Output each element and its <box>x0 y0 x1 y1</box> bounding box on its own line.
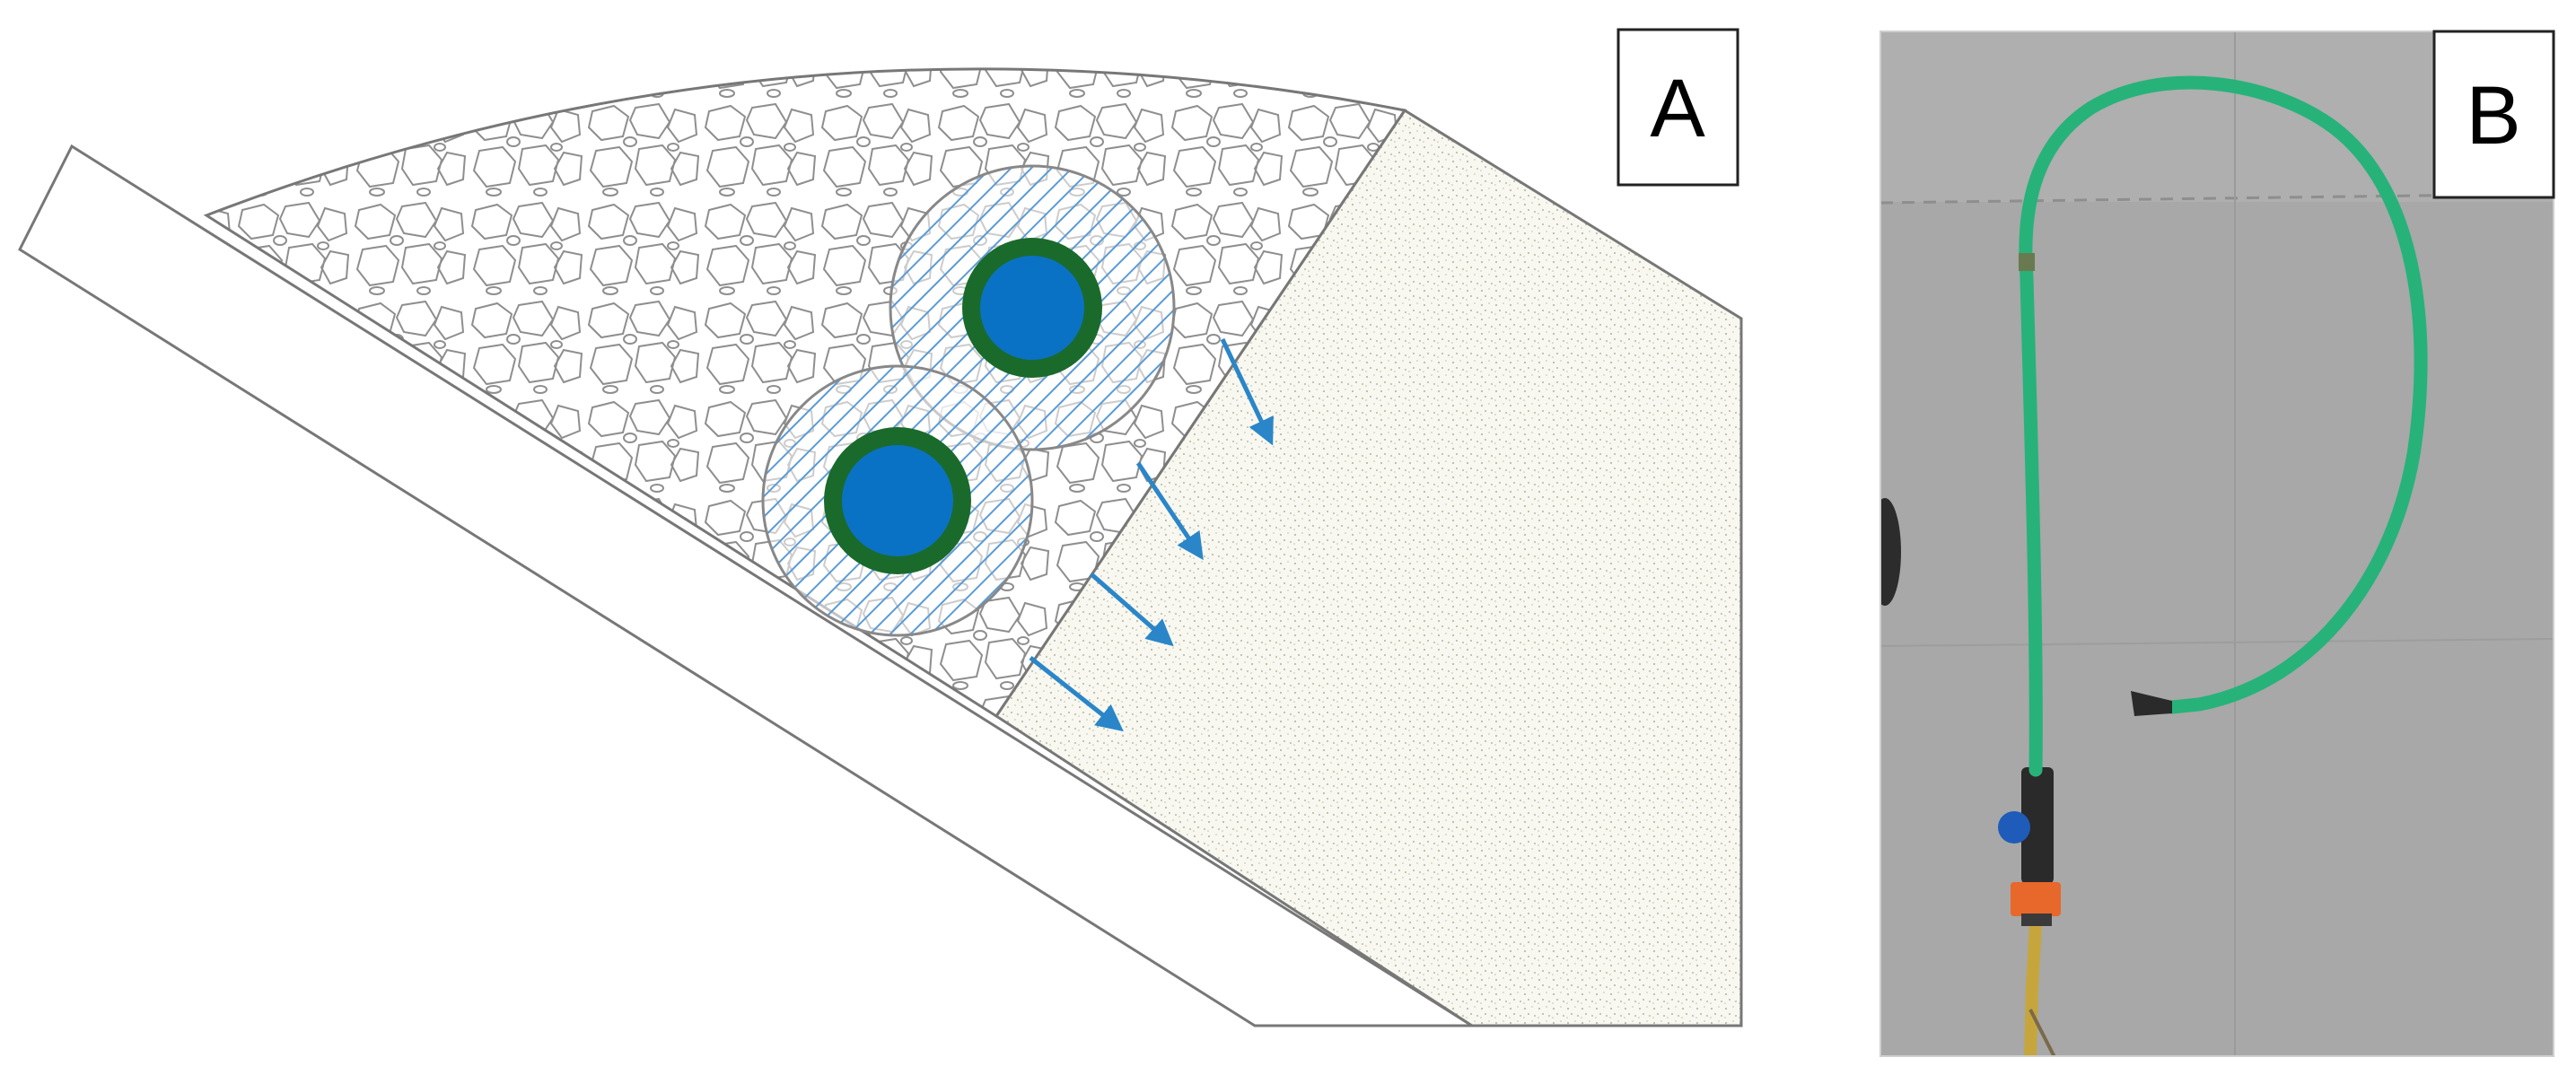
seepage-arrows <box>1029 337 1274 732</box>
dark-object <box>1880 498 1901 606</box>
panel-a-label: A <box>1650 63 1705 154</box>
panel-b-photo: B <box>1879 30 2555 1057</box>
panel-a-label-box: A <box>1617 28 1739 187</box>
seepage-arrow <box>1029 656 1124 732</box>
seepage-arrow <box>1135 461 1204 561</box>
green-hose <box>2019 75 2428 777</box>
lower-drip-pipe <box>761 364 1034 637</box>
feed-pipe <box>2024 923 2042 1056</box>
hose-valve <box>1998 767 2061 926</box>
seepage-arrow <box>1090 573 1174 647</box>
upper-drip-pipe <box>889 164 1176 451</box>
panel-a-diagram: A <box>18 28 1743 1027</box>
seepage-arrow <box>1220 337 1274 446</box>
panel-b-label-box: B <box>2432 30 2555 199</box>
panel-b-label: B <box>2466 70 2520 162</box>
hose-end <box>2131 691 2172 716</box>
